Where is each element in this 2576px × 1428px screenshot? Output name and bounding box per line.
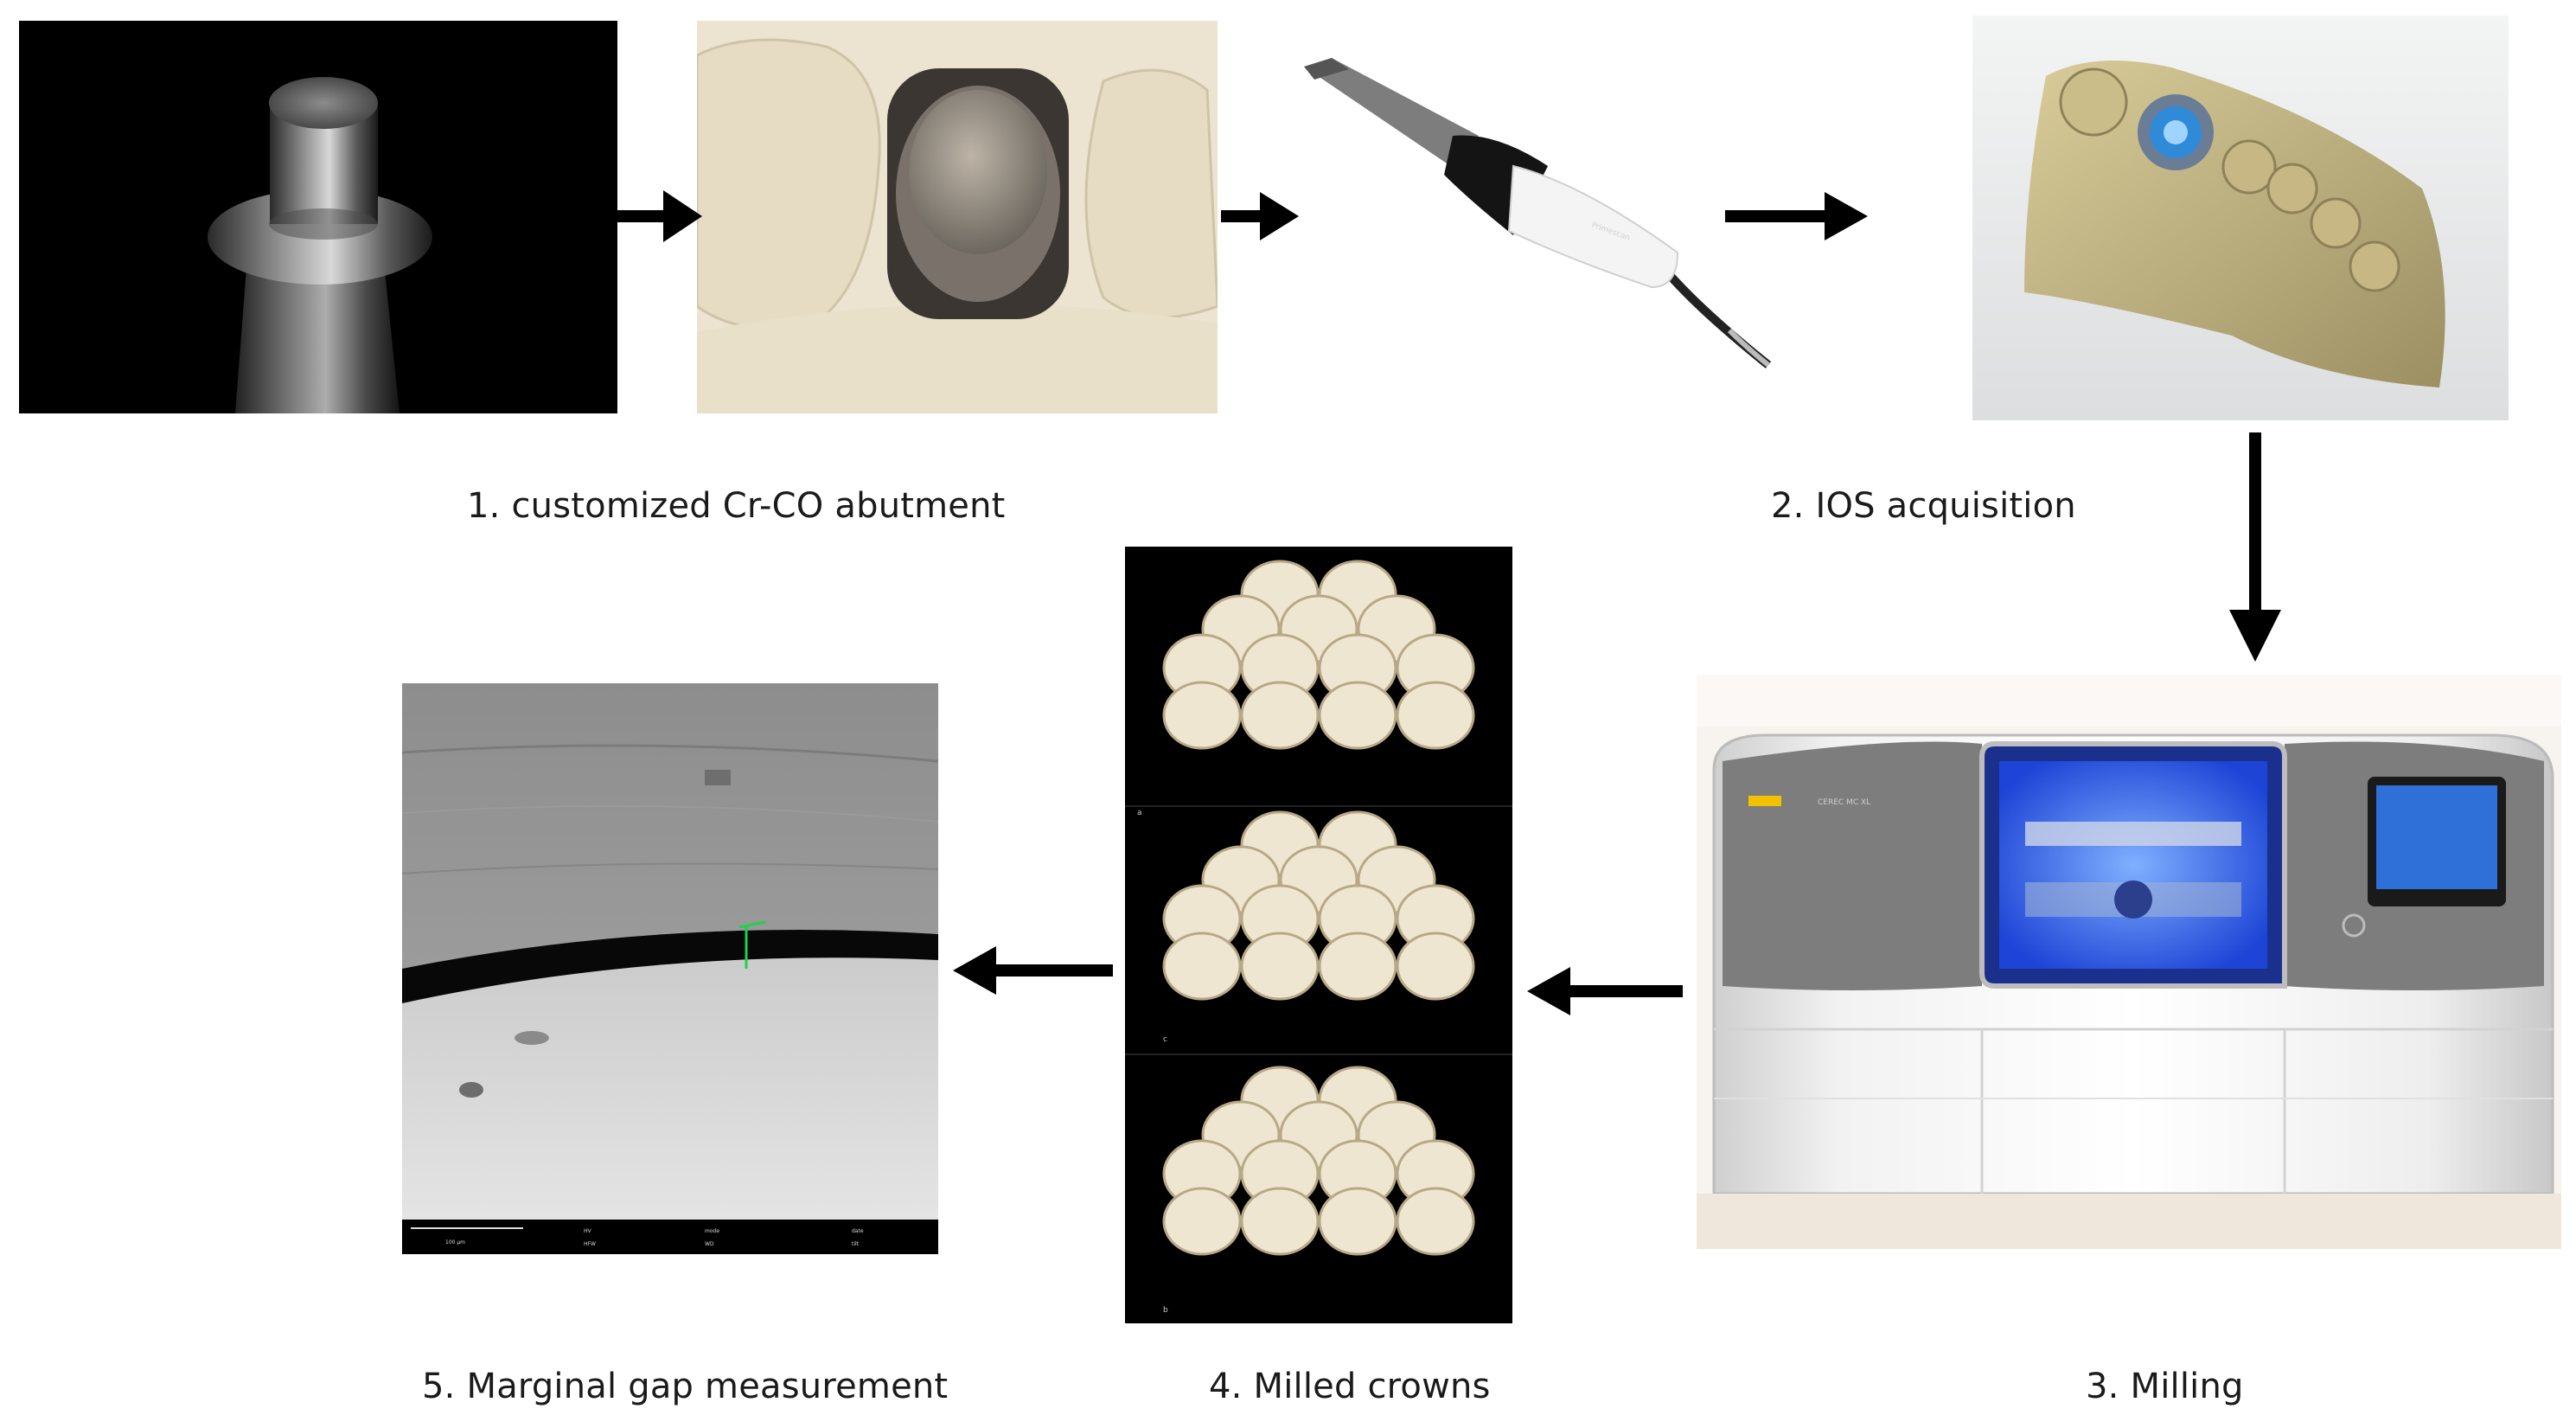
arrow-crowns-to-sem [953,946,1113,995]
crowns-label-c: b [1163,1306,1168,1315]
milled-crowns-photo: a c b [1125,547,1512,1323]
step5-caption: 5. Marginal gap measurement [422,1367,949,1406]
arrow-scanner-to-scan [1725,192,1868,240]
crown [1162,932,1242,1001]
svg-text:mode: mode [705,1228,719,1234]
svg-text:HFW: HFW [584,1241,596,1247]
step4-caption: 4. Milled crowns [1209,1367,1491,1406]
svg-text:100 µm: 100 µm [445,1239,465,1245]
crown [1240,681,1320,750]
arrow-milling-to-crowns [1527,967,1683,1015]
plaster-model-photo [697,21,1218,413]
crown [1162,681,1242,750]
step3-caption: 3. Milling [2086,1367,2244,1406]
crown [1396,1187,1475,1256]
sem-micrograph: 100 µm HV HFW mode WD date tilt [402,683,938,1254]
crowns-label-a: a [1137,809,1142,817]
milling-machine-photo: CEREC MC XL [1697,675,2561,1249]
arrow-scan-to-milling [2229,432,2281,662]
svg-text:HV: HV [584,1228,592,1234]
crown [1318,932,1397,1001]
crown [1318,1187,1397,1256]
svg-text:tilt: tilt [852,1241,860,1247]
digital-scan-render [1972,16,2509,420]
crown [1396,681,1475,750]
svg-text:WD: WD [705,1241,714,1247]
arrow-model-to-scanner [1221,192,1299,240]
crown [1162,1187,1242,1256]
step1-caption: 1. customized Cr-CO abutment [467,486,1006,526]
intraoral-scanner-photo: Primescan [1297,54,1781,382]
abutment-photo [19,21,617,413]
step2-caption: 2. IOS acquisition [1771,486,2076,526]
crown [1318,681,1397,750]
crowns-label-b: c [1163,1035,1167,1044]
svg-text:CEREC MC XL: CEREC MC XL [1818,798,1870,807]
crown [1240,1187,1320,1256]
crown [1240,932,1320,1001]
crown [1396,932,1475,1001]
arrow-1-to-model [616,190,702,242]
svg-text:date: date [852,1228,864,1234]
